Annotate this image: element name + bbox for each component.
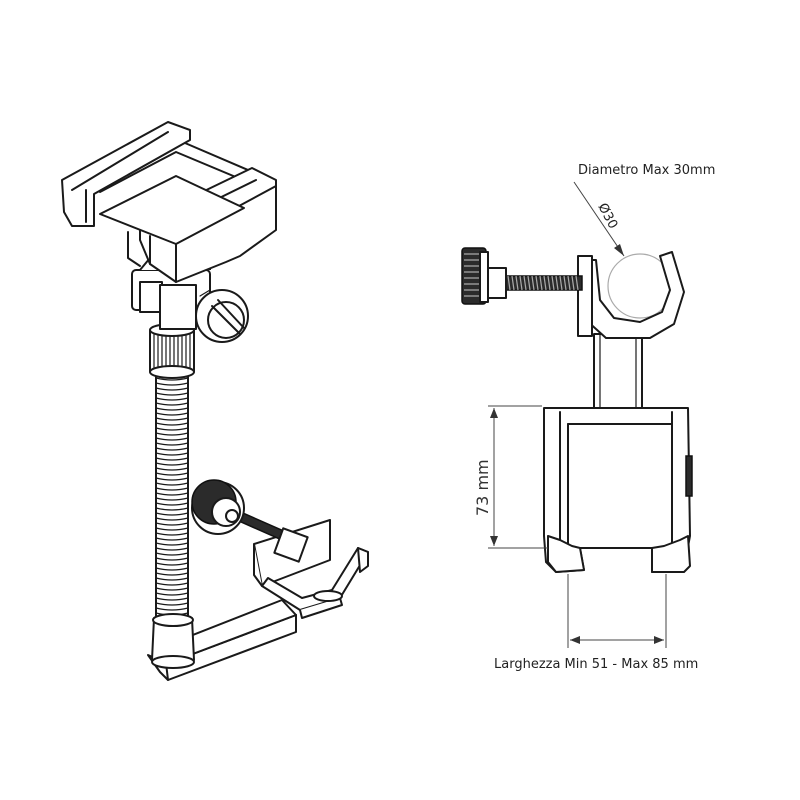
gooseneck-arm — [149, 323, 195, 669]
top-clamp — [577, 251, 685, 339]
height-label: 73 mm — [473, 459, 492, 516]
stem — [593, 333, 643, 409]
pipe-clamp-iso — [191, 479, 369, 619]
clamp-screw — [461, 247, 583, 305]
diameter-leader — [573, 181, 625, 257]
side-view — [461, 181, 693, 648]
isometric-view — [61, 121, 369, 681]
diameter-symbol: Ø30 — [594, 201, 620, 232]
width-dimension — [567, 574, 667, 648]
gooseneck-rings — [155, 377, 189, 616]
height-dimension — [488, 405, 548, 549]
diameter-label: Diametro Max 30mm — [578, 163, 715, 178]
phone-holder-front — [543, 407, 693, 573]
phone-cradle-iso — [61, 121, 277, 283]
screw-threads — [507, 275, 579, 291]
upper-knurled-collar — [153, 333, 191, 371]
width-label: Larghezza Min 51 - Max 85 mm — [494, 657, 698, 672]
